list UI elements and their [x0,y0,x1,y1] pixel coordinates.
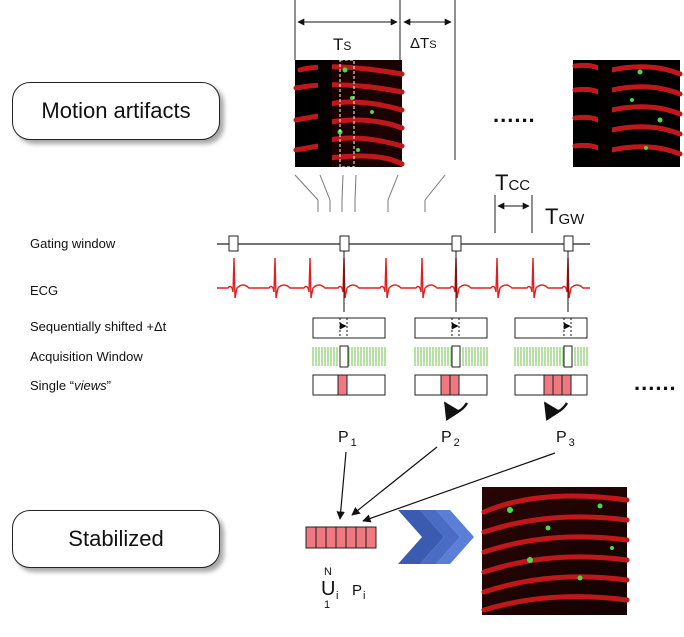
acq-window-marker [451,345,461,368]
funnel-lines [294,174,446,212]
acquisition-row [312,345,588,368]
stabilized-micrograph [481,487,630,615]
pi-symbol: Pi [352,582,366,602]
union-i: i [336,590,339,602]
union-symbol: U [321,578,336,600]
motion-artifacts-label: Motion artifacts [12,82,220,140]
views-row [312,374,588,396]
ecg-trace [217,257,590,299]
shifted-label: Sequentially shifted +Δt [30,319,167,334]
acquisition-label: Acquisition Window [30,349,143,364]
acq-window-marker [339,345,349,368]
acq-window-marker [563,345,573,368]
ellipsis-views: ...... [634,370,677,395]
stabilized-label: Stabilized [12,510,220,568]
delta-ts-symbol: ΔTS [410,35,437,52]
tgw-symbol: TGW [545,204,585,229]
chevron-arrow-icon [398,510,474,564]
tcc-symbol: TCC [495,170,531,195]
shifted-row [312,317,588,339]
motion-micrograph-2 [572,60,683,167]
gating-window-label: Gating window [30,236,116,251]
union-sub: 1 [324,599,331,611]
gating-drop-lines [343,251,569,312]
ellipsis-top: ...... [493,102,536,127]
views-label: Single “views” [30,378,111,393]
rotation-arrows [443,401,569,421]
stabilized-bar [305,526,377,549]
union-sup: N [324,566,332,578]
ts-symbol: TS [333,35,352,54]
motion-micrograph-1 [293,59,405,168]
p-arrows [336,446,556,523]
ecg-label: ECG [30,283,59,298]
